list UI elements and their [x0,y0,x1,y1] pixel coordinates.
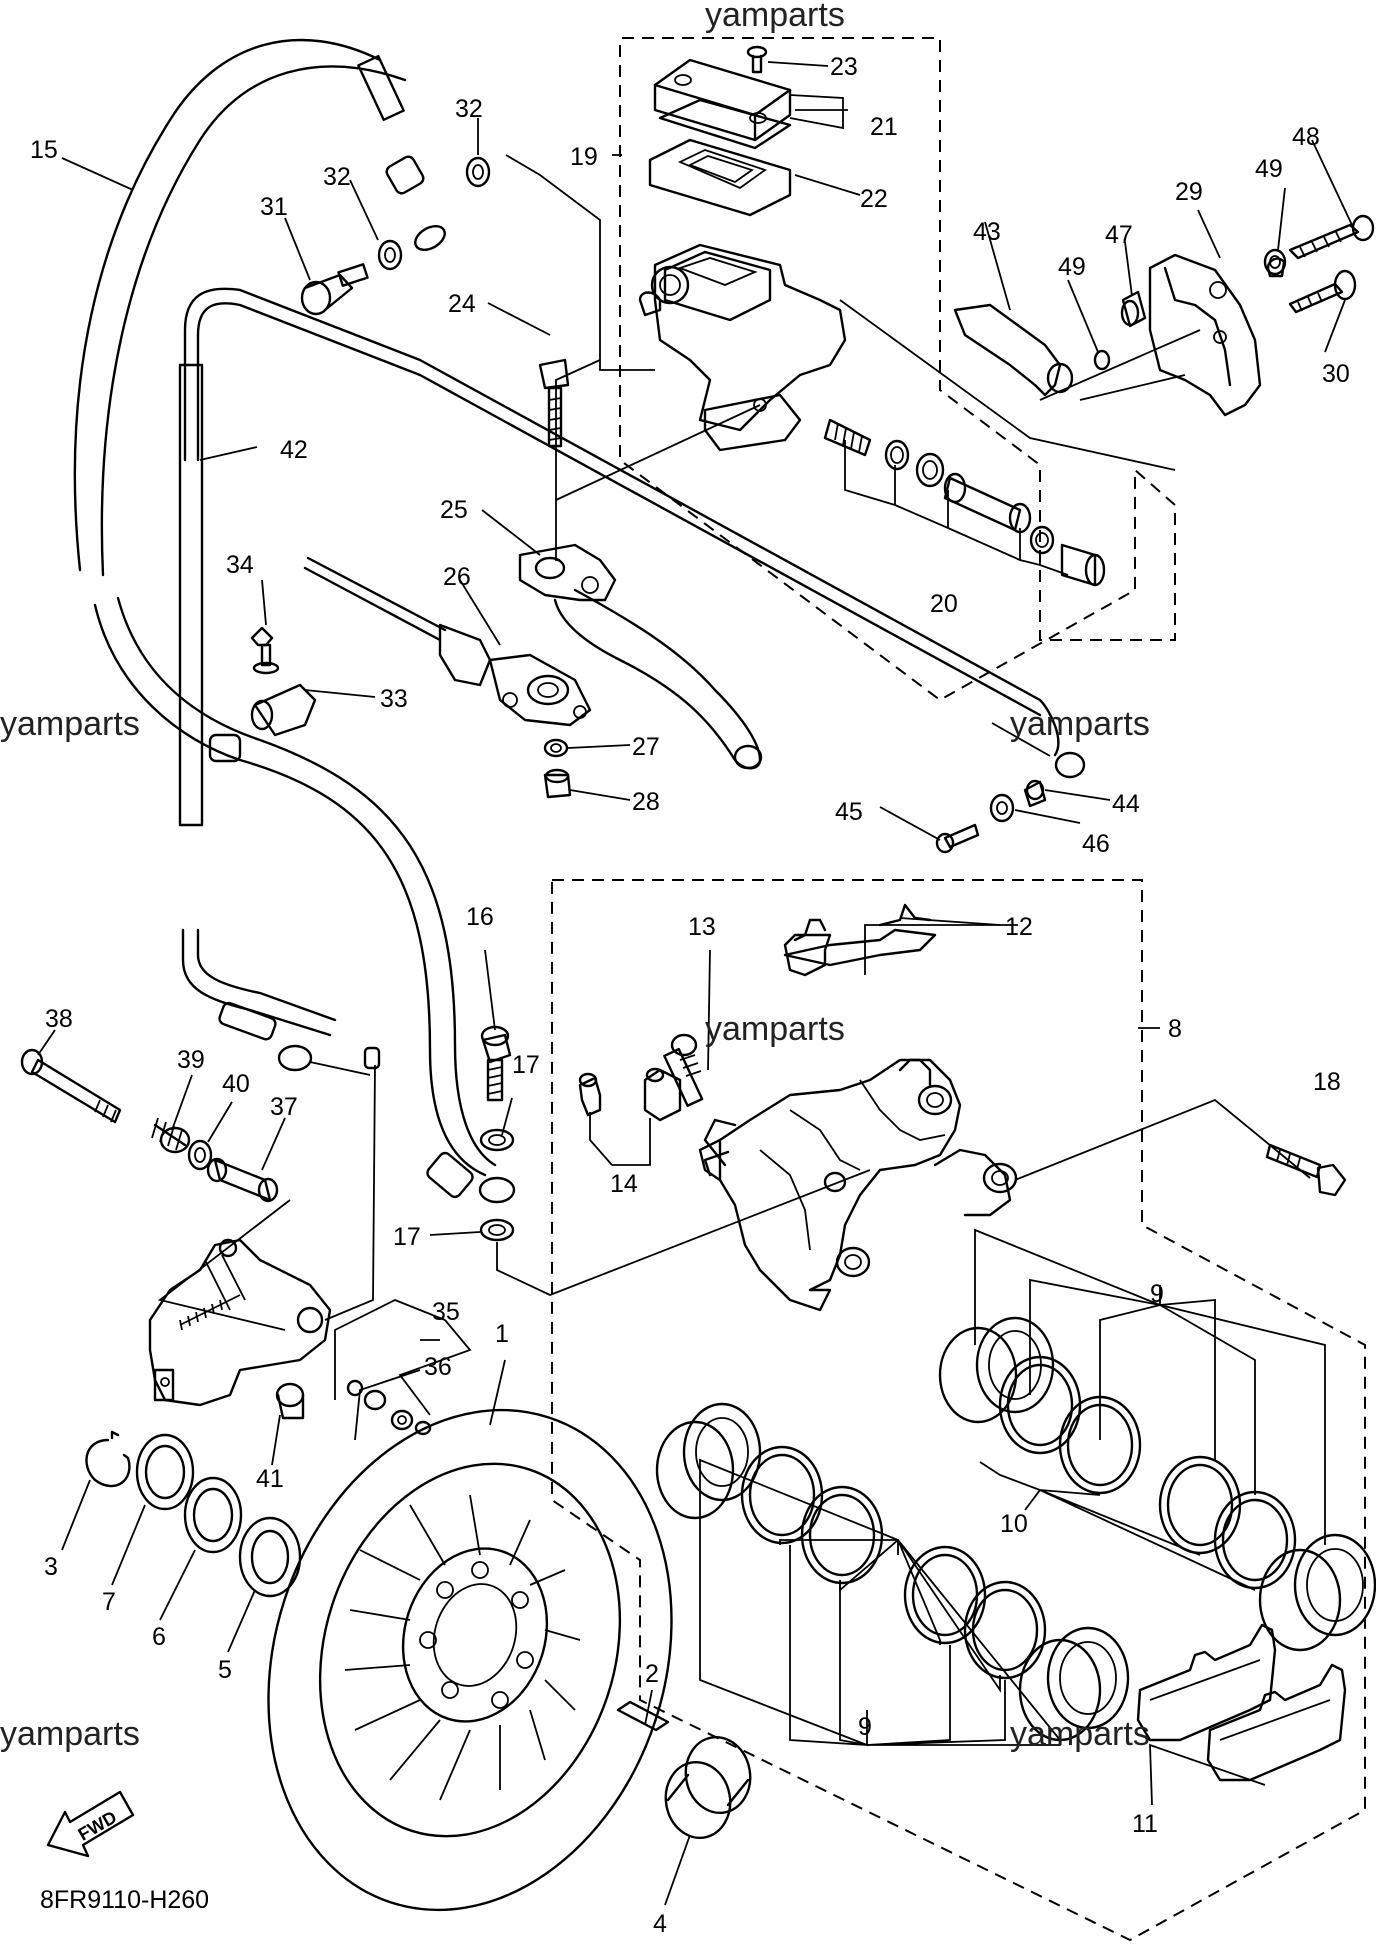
callout: 13 [688,913,716,941]
callout: 15 [30,136,58,164]
callout: 19 [570,143,598,171]
cable-end-fittings [935,779,1047,854]
union-bolt-and-washers [300,156,491,316]
callout: 9 [858,1713,872,1741]
callout: 34 [226,551,254,579]
callout: 42 [280,436,308,464]
callout: 45 [835,798,863,826]
callout: 2 [645,1660,659,1688]
brake-pads [1136,1623,1347,1782]
brake-disc [267,1408,673,1912]
callout: 30 [1322,360,1350,388]
callout: 24 [448,290,476,318]
callout: 6 [152,1623,166,1651]
brake-hose [73,38,497,1199]
cable-clamp [250,626,317,737]
callout: 44 [1112,790,1140,818]
callout: 41 [256,1465,284,1493]
callout: 14 [610,1170,638,1198]
watermark: yamparts [705,0,845,34]
callout: 36 [424,1353,452,1381]
callout: 29 [1175,178,1203,206]
watermark: yamparts [1010,705,1150,743]
callout: 17 [393,1223,421,1251]
callout: 11 [1132,1810,1158,1838]
callout: 32 [323,163,351,191]
callout: 49 [1255,155,1283,183]
diagram-code: 8FR9110-H260 [40,1886,209,1914]
master-cylinder-assembly [518,45,1106,770]
callout: 28 [632,788,660,816]
leader-lines [37,61,1353,1906]
fwd-arrow-icon: FWD [46,1790,135,1858]
watermark: yamparts [0,1715,140,1753]
callout: 32 [455,95,483,123]
watermark: yamparts [0,705,140,743]
callout: 25 [440,496,468,524]
callout: 7 [102,1588,116,1616]
caliper-assembly [478,903,1347,1312]
callout: 47 [1105,221,1133,249]
callout: 16 [466,903,494,931]
callout: 5 [218,1656,232,1684]
callout: 21 [870,113,898,141]
callout: 26 [443,563,471,591]
callout: 35 [432,1298,460,1326]
callout: 39 [177,1046,205,1074]
caliper-pistons-and-seals [655,1316,1376,1742]
callout: 8 [1168,1015,1182,1043]
callout: 37 [270,1093,298,1121]
washers-and-snap-ring [85,1430,302,1598]
throttle-cable [178,287,1086,1076]
callout: 33 [380,685,408,713]
switch-housing [303,556,592,799]
callout: 23 [830,53,858,81]
callout: 38 [45,1005,73,1033]
callout: 9 [1150,1280,1164,1308]
callout: 49 [1058,253,1086,281]
right-bracket-assembly [953,214,1375,417]
master-cylinder-group-box [619,37,1176,702]
callout: 48 [1292,123,1320,151]
callout: 43 [973,218,1001,246]
callout: 46 [1082,830,1110,858]
callout: 40 [222,1070,250,1098]
callout: 10 [1000,1510,1028,1538]
key-and-collar [616,1700,752,1840]
callout: 27 [632,733,660,761]
callout: 17 [512,1051,540,1079]
fwd-label: FWD [75,1807,120,1845]
pivot-lever-assembly [20,1048,432,1436]
callout: 22 [860,185,888,213]
callout: 20 [930,590,958,618]
watermark: yamparts [705,1010,845,1048]
watermark: yamparts [1010,1715,1150,1753]
callout: 1 [495,1320,509,1348]
callout: 31 [260,193,288,221]
callout: 18 [1313,1068,1341,1096]
callout: 4 [653,1910,667,1938]
callout: 12 [1005,913,1033,941]
callout-labels: 1 2 3 4 5 6 7 8 9 9 10 11 12 13 14 15 16… [30,53,1350,1938]
caliper-group-box [551,879,1366,1942]
callout: 3 [44,1553,58,1581]
